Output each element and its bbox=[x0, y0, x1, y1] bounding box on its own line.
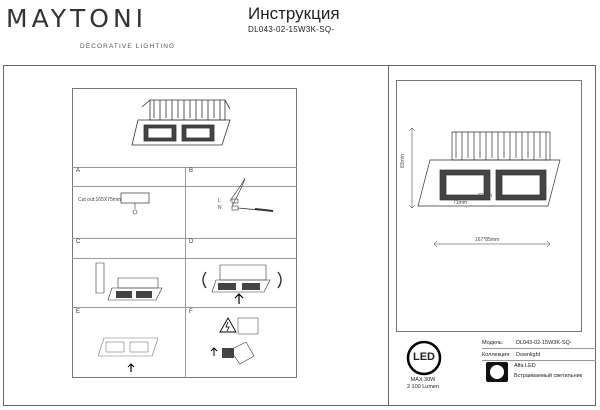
wiring-sketch bbox=[229, 177, 274, 212]
spec-table: Модель: DL043-02-15W3K-SQ- Коллекция: Do… bbox=[482, 337, 596, 381]
step-label-e: E bbox=[76, 309, 81, 315]
light-source: Alfa LED bbox=[514, 363, 536, 369]
collection-label: Коллекция: bbox=[482, 351, 511, 358]
spec-row-source: Alfa LED bbox=[482, 361, 596, 371]
width-dimension: 167*85mm bbox=[475, 237, 500, 243]
brand-logo: MAYTONI bbox=[6, 4, 148, 33]
inner-dimension-2: 71mm bbox=[478, 193, 492, 199]
document-title: Инструкция bbox=[248, 4, 340, 23]
led-badge-text: LED bbox=[413, 351, 435, 363]
safety-sketch bbox=[210, 317, 259, 365]
step-label-a: A bbox=[76, 168, 81, 174]
wire-label-l: L bbox=[218, 198, 221, 204]
cutout-sketch bbox=[120, 192, 150, 215]
dimension-drawing bbox=[408, 127, 561, 248]
dimension-drawing-panel bbox=[396, 80, 582, 332]
spring-sketch bbox=[202, 264, 282, 304]
frame-divider bbox=[388, 65, 389, 406]
row-divider bbox=[72, 258, 297, 259]
row-divider bbox=[72, 238, 297, 239]
model-label: Модель: bbox=[482, 339, 504, 346]
document-model-code: DL043-02-15W3K-SQ- bbox=[248, 25, 335, 34]
column-divider bbox=[185, 167, 186, 378]
fixture-type: Встраиваемый светильник bbox=[514, 373, 583, 379]
page-frame bbox=[3, 65, 596, 406]
row-divider bbox=[72, 167, 297, 168]
step-label-d: D bbox=[189, 239, 194, 245]
step-label-c: C bbox=[76, 239, 81, 245]
spec-row-model: Модель: DL043-02-15W3K-SQ- bbox=[482, 337, 596, 349]
max-power: MAX 30W bbox=[410, 377, 436, 383]
power-lumen-label: MAX 30W 2 100 Lumen bbox=[403, 377, 443, 391]
instruction-panel bbox=[72, 88, 297, 378]
step-label-f: F bbox=[189, 309, 193, 315]
lumen-output: 2 100 Lumen bbox=[406, 384, 440, 390]
product-sketch bbox=[131, 99, 231, 146]
fixture-type-icon bbox=[486, 362, 508, 382]
row-divider bbox=[72, 186, 297, 187]
inner-dimension-1: 71mm bbox=[453, 200, 467, 206]
brand-tagline: DECORATIVE LIGHTING bbox=[80, 43, 176, 50]
wire-label-n: N bbox=[218, 205, 222, 211]
step-label-b: B bbox=[189, 168, 194, 174]
row-divider bbox=[72, 307, 297, 308]
collection-value: Downlight bbox=[516, 351, 541, 358]
spec-row-type: Встраиваемый светильник bbox=[482, 371, 596, 381]
led-badge-circle bbox=[406, 340, 442, 376]
mounting-sketch bbox=[95, 262, 163, 301]
height-dimension: 83mm bbox=[400, 154, 406, 168]
cutout-size-text: Cut out:165X75mm bbox=[78, 197, 122, 203]
installed-sketch bbox=[98, 337, 159, 372]
model-value: DL043-02-15W3K-SQ- bbox=[516, 339, 572, 346]
spec-row-collection: Коллекция: Downlight bbox=[482, 349, 596, 361]
